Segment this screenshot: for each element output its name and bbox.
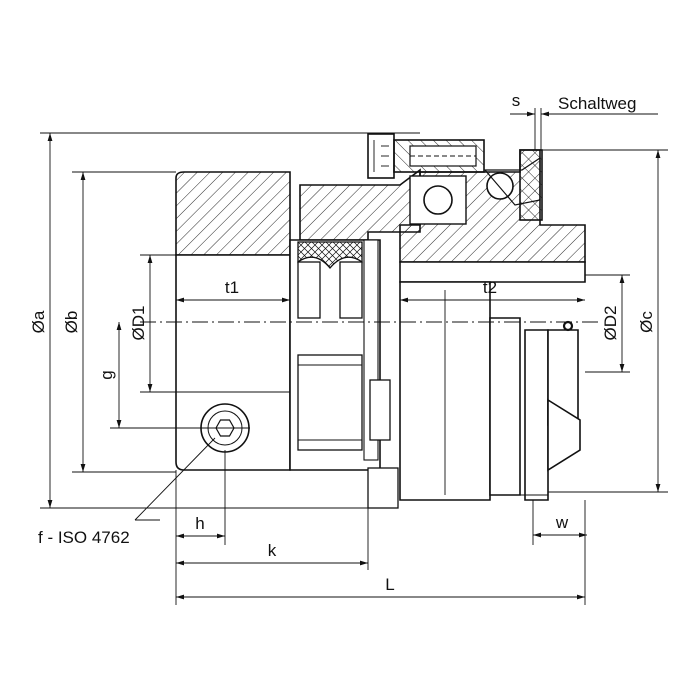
label-c: Øc xyxy=(637,311,656,333)
dimension-lines xyxy=(40,108,668,605)
label-d1: ØD1 xyxy=(129,306,148,341)
middle-flange xyxy=(289,168,421,509)
label-w: w xyxy=(555,513,569,532)
label-b: Øb xyxy=(62,311,81,334)
label-d2: ØD2 xyxy=(601,306,620,341)
label-schaltweg: Schaltweg xyxy=(558,94,636,113)
label-t1: t1 xyxy=(225,278,239,297)
label-k: k xyxy=(268,541,277,560)
label-screw-spec: f - ISO 4762 xyxy=(38,528,130,547)
label-h: h xyxy=(195,514,204,533)
bearing-balls-icon xyxy=(409,149,543,225)
label-a: Øa xyxy=(29,310,48,333)
label-g: g xyxy=(97,370,116,379)
top-screw-icon xyxy=(367,133,485,179)
label-t2: t2 xyxy=(483,278,497,297)
label-L: L xyxy=(385,575,394,594)
label-s: s xyxy=(512,91,521,110)
